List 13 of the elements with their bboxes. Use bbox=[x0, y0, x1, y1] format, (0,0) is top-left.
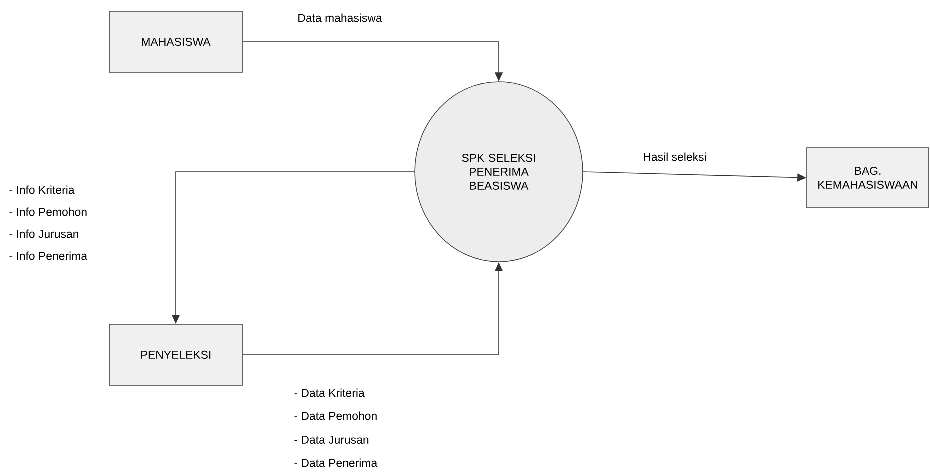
entity-box: PENYELEKSI bbox=[109, 324, 243, 386]
entity-box: BAG. KEMAHASISWAAN bbox=[806, 148, 930, 208]
list-item: - Data Kriteria bbox=[294, 388, 365, 398]
entity-box: MAHASISWA bbox=[109, 11, 243, 73]
list-item: - Info Penerima bbox=[10, 252, 88, 260]
edge-label: Hasil seleksi bbox=[642, 152, 708, 162]
list-item: - Info Kriteria bbox=[10, 186, 75, 194]
list-item: - Data Jurusan bbox=[294, 436, 369, 444]
list-item: - Data Pemohon bbox=[294, 412, 377, 420]
edge-label: Data mahasiswa bbox=[296, 12, 384, 24]
list-item: - Info Jurusan bbox=[10, 230, 78, 238]
list-item: - Info Pemohon bbox=[10, 208, 87, 216]
list-item: - Data Penerima bbox=[294, 458, 378, 468]
